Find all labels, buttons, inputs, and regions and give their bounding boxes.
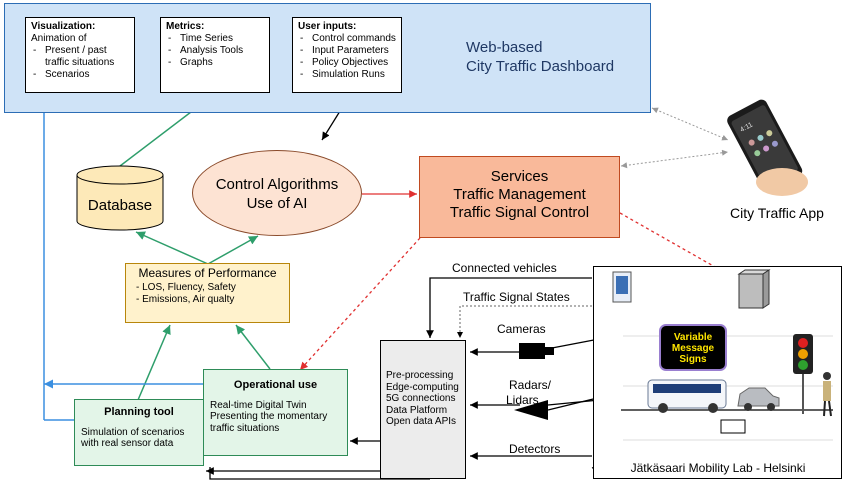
visualization-intro: Animation of (31, 33, 87, 44)
control-line1: Control Algorithms (215, 176, 339, 193)
edge-line: Data Platform (386, 404, 448, 416)
radar-icon (514, 400, 548, 420)
detectors-label: Detectors (509, 442, 561, 456)
vms-line3: Signs (679, 354, 707, 365)
connected-vehicles-label: Connected vehicles (452, 261, 557, 275)
measures-item: LOS, Fluency, Safety (142, 282, 236, 293)
control-algorithms-ellipse (192, 150, 362, 236)
user-inputs-heading: User inputs: (298, 21, 357, 32)
city-traffic-app-label: City Traffic App (730, 205, 824, 221)
operational-use-box: Operational use Real-time Digital Twin P… (203, 369, 348, 456)
vms-line1: Variable (673, 332, 713, 343)
dotted-link (457, 305, 592, 338)
list-item: Time Series (166, 33, 264, 45)
control-algorithms-label: Control Algorithms Use of AI (192, 175, 362, 213)
lab-scene (612, 269, 833, 441)
measures-of-performance: Measures of Performance - LOS, Fluency, … (125, 263, 290, 323)
dashboard-title: Web-based City Traffic Dashboard (466, 38, 614, 76)
services-line3: Traffic Signal Control (449, 204, 590, 221)
list-item: Analysis Tools (166, 45, 264, 57)
planning-title: Planning tool (104, 406, 174, 418)
planning-tool-box: Planning tool Simulation of scenarios wi… (74, 399, 204, 466)
edge-line: Open data APIs (386, 416, 457, 427)
traffic-light-icon (793, 334, 813, 414)
edge-line: 5G connections (386, 393, 456, 404)
cameras-label: Cameras (497, 322, 546, 336)
planning-line2: with real sensor data (81, 438, 174, 449)
roadside-unit-icon (737, 269, 771, 309)
mobility-lab-label: Jätkäsaari Mobility Lab - Helsinki (630, 461, 806, 475)
radars-label: Radars/ (509, 378, 552, 392)
variable-message-sign: Variable Message Signs (659, 324, 727, 371)
list-item: Simulation Runs (298, 69, 396, 81)
services-box: Services Traffic Management Traffic Sign… (419, 156, 620, 238)
car-icon (737, 387, 780, 411)
list-item: Input Parameters (298, 45, 396, 57)
green-arrows (119, 95, 271, 401)
smartphone-icon: 4:11 (727, 99, 808, 196)
operational-title: Operational use (233, 379, 318, 391)
city-traffic-dashboard: Visualization: Animation of Present / pa… (4, 3, 651, 113)
camera-icon (519, 343, 554, 359)
lidars-label: Lidars (506, 393, 539, 407)
edge-computing-box: Pre-processing Edge-computing 5G connect… (380, 340, 466, 479)
user-inputs-panel: User inputs: Control commands Input Para… (292, 17, 402, 93)
visualization-heading: Visualization: (31, 21, 96, 32)
measures-item: Emissions, Air qualty (142, 294, 235, 305)
operational-line2: Presenting the momentary (210, 411, 328, 422)
list-item: Present / past traffic situations (31, 45, 129, 69)
edge-line: Edge-computing (386, 381, 459, 393)
detector-icon (720, 419, 746, 434)
control-line2: Use of AI (246, 195, 308, 212)
services-line2: Traffic Management (453, 186, 586, 203)
services-line1: Services (490, 168, 549, 185)
metrics-panel: Metrics: Time Series Analysis Tools Grap… (160, 17, 270, 93)
list-item: Scenarios (31, 69, 129, 81)
operational-line3: traffic situations (210, 422, 280, 434)
list-item: Policy Objectives (298, 57, 396, 69)
visualization-panel: Visualization: Animation of Present / pa… (25, 17, 135, 93)
bus-icon (647, 379, 727, 413)
dashboard-title-line2: City Traffic Dashboard (466, 58, 615, 75)
device-icon (612, 271, 632, 303)
measures-title: Measures of Performance (138, 266, 277, 280)
dashboard-title-line1: Web-based (466, 39, 543, 56)
phone-links (620, 107, 729, 169)
metrics-heading: Metrics: (166, 21, 205, 32)
edge-line: Pre-processing (386, 370, 454, 381)
database-label: Database (87, 197, 153, 214)
blue-arrows (39, 100, 203, 421)
vms-line2: Message (671, 343, 715, 354)
planning-line1: Simulation of scenarios (81, 426, 185, 438)
database-cylinder-icon (76, 165, 164, 231)
pedestrian-icon (823, 372, 832, 417)
traffic-signal-states-label: Traffic Signal States (463, 290, 570, 304)
list-item: Graphs (166, 57, 264, 69)
operational-line1: Real-time Digital Twin (210, 399, 307, 411)
list-item: Control commands (298, 33, 396, 45)
